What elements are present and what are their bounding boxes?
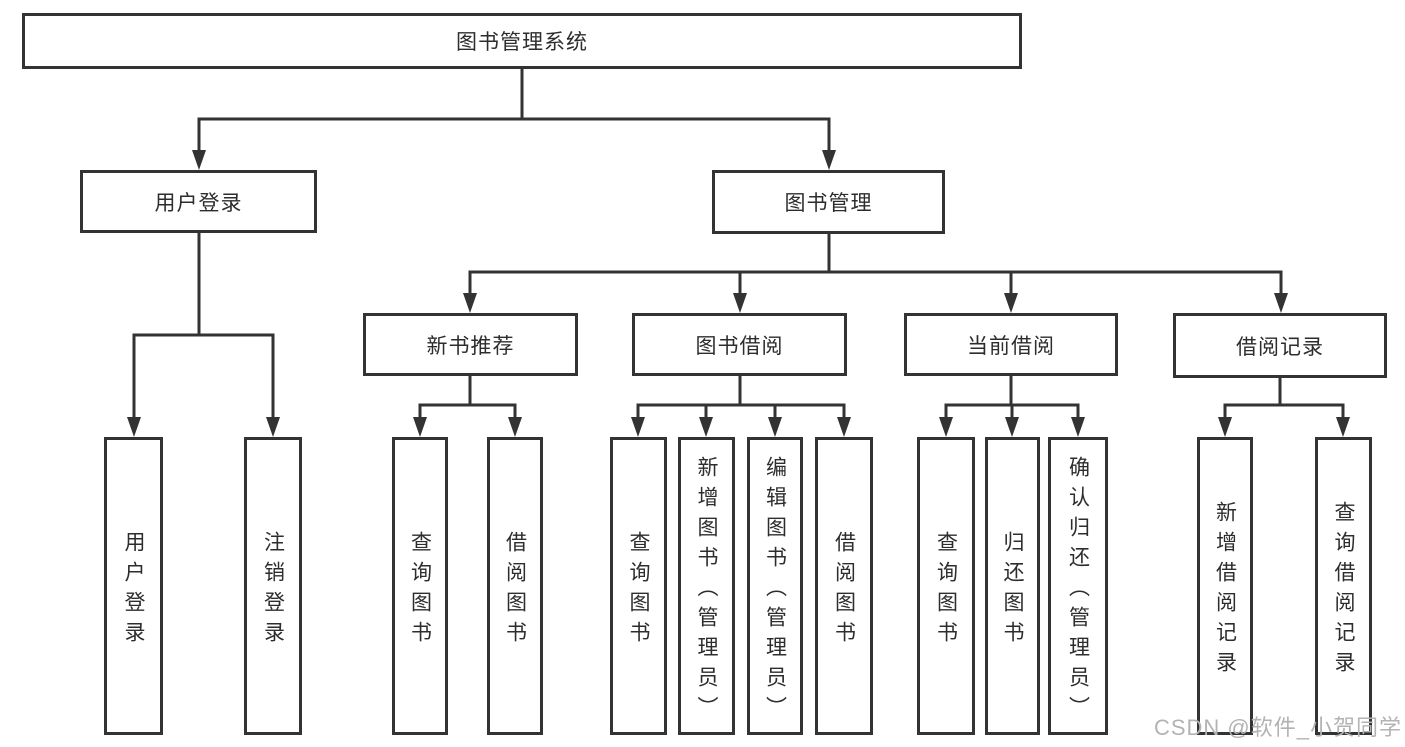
node-label: 新增图书（管理员） — [695, 455, 718, 726]
node-user-login: 用户登录 — [80, 170, 317, 233]
node-borrow-records: 借阅记录 — [1173, 313, 1387, 378]
leaf-borrow-books-recommend: 借阅图书 — [487, 437, 543, 735]
node-label: 图书管理 — [784, 192, 873, 215]
node-book-management: 图书管理 — [712, 170, 945, 234]
leaf-query-books-current: 查询图书 — [917, 437, 975, 735]
node-label: 查询图书 — [408, 530, 432, 651]
node-label: 查询图书 — [627, 530, 650, 651]
node-label: 新书推荐 — [426, 334, 515, 358]
leaf-logout: 注销登录 — [244, 437, 302, 735]
node-label: 当前借阅 — [967, 334, 1055, 358]
leaf-edit-books-admin: 编辑图书（管理员） — [747, 437, 803, 735]
node-label: 图书管理系统 — [456, 31, 588, 54]
leaf-query-borrow-record: 查询借阅记录 — [1315, 437, 1372, 735]
leaf-borrow-books: 借阅图书 — [815, 437, 873, 735]
node-label: 确认归还（管理员） — [1066, 455, 1090, 726]
node-label: 新增借阅记录 — [1213, 500, 1237, 681]
leaf-user-login: 用户登录 — [104, 437, 163, 735]
node-label: 用户登录 — [154, 191, 243, 215]
leaf-add-borrow-record: 新增借阅记录 — [1197, 437, 1253, 735]
node-label: 借阅图书 — [832, 530, 856, 651]
node-current-borrow: 当前借阅 — [904, 313, 1118, 376]
node-root-library-system: 图书管理系统 — [22, 13, 1022, 69]
node-label: 图书借阅 — [695, 334, 784, 358]
node-label: 用户登录 — [122, 530, 145, 651]
node-label: 借阅记录 — [1236, 335, 1324, 359]
leaf-query-books-recommend: 查询图书 — [392, 437, 448, 735]
leaf-confirm-return-admin: 确认归还（管理员） — [1048, 437, 1108, 735]
node-label: 查询图书 — [934, 530, 958, 651]
node-label: 注销登录 — [261, 530, 285, 651]
node-label: 借阅图书 — [503, 530, 527, 651]
node-book-borrow: 图书借阅 — [632, 313, 847, 376]
leaf-return-books: 归还图书 — [985, 437, 1040, 735]
leaf-add-books-admin: 新增图书（管理员） — [678, 437, 735, 735]
node-label: 编辑图书（管理员） — [763, 455, 787, 726]
node-label: 查询借阅记录 — [1332, 500, 1355, 681]
node-new-book-recommend: 新书推荐 — [363, 313, 578, 376]
leaf-query-books-borrow: 查询图书 — [610, 437, 667, 735]
node-label: 归还图书 — [1001, 530, 1024, 651]
csdn-watermark: CSDN @软件_小贺同学 — [1153, 715, 1402, 740]
